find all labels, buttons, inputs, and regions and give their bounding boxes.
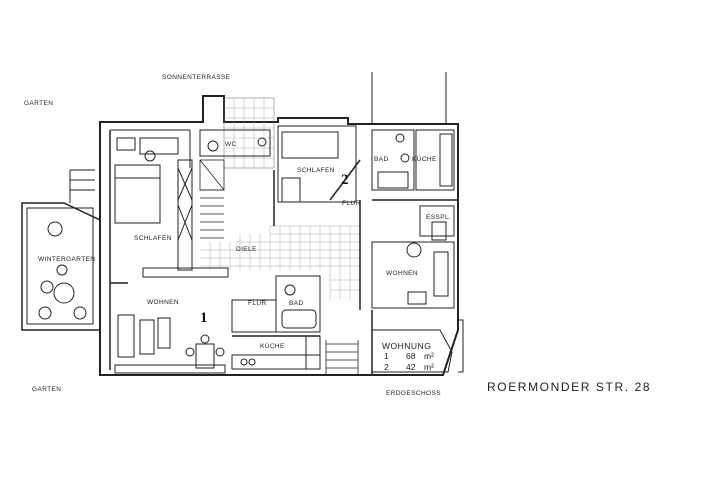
stove: [248, 358, 256, 366]
entrance-stairs: [325, 340, 359, 375]
label-wc: WC: [225, 141, 237, 148]
wardrobe: [177, 159, 193, 271]
wc-room: [199, 129, 271, 157]
stair-tiles: [223, 97, 275, 169]
bathtub: [281, 309, 317, 329]
unit-number-1: 1: [200, 310, 208, 326]
street-address: ROERMONDER STR. 28: [487, 380, 652, 394]
bed: [281, 131, 339, 159]
label-esspl: ESSPL.: [426, 214, 452, 221]
wall: [177, 204, 193, 241]
shelf: [114, 364, 226, 374]
nightstand: [116, 137, 136, 151]
armchair: [406, 242, 422, 258]
sink: [257, 137, 267, 147]
wohnen-2-room: [371, 241, 455, 309]
label-wintergarten: WINTERGARTEN: [38, 256, 96, 263]
label-flur-right: FLUR: [342, 200, 361, 207]
label-bad-center: BAD: [289, 300, 304, 307]
sofa: [139, 319, 155, 355]
wohnung-row-2: 2 42 m²: [384, 362, 434, 372]
label-flur-center: FLUR: [248, 300, 267, 307]
wintergarten-frame: [26, 207, 94, 325]
diele-grid: [200, 225, 360, 300]
label-diele: DIELE: [236, 246, 257, 253]
balcony-outline: [458, 319, 464, 373]
kueche-2-room: [415, 129, 455, 191]
label-schlafen-left: SCHLAFEN: [134, 235, 172, 242]
sofa: [117, 314, 135, 358]
wohnung-row-unit: m²: [424, 362, 434, 372]
stove: [240, 358, 248, 366]
label-kueche-right: KÜCHE: [412, 156, 437, 163]
label-schlafen-right: SCHLAFEN: [297, 167, 335, 174]
label-wohnen-right: WOHNEN: [386, 270, 419, 277]
kitchen-counter: [439, 133, 453, 187]
wohnung-title: WOHNUNG: [382, 341, 432, 351]
wall: [142, 267, 229, 278]
wohnung-row-area: 68: [406, 351, 416, 361]
sink: [284, 284, 296, 296]
wohnung-row-unit: m²: [424, 351, 434, 361]
toilet: [395, 133, 405, 143]
schlafen-2-room: [277, 125, 357, 203]
label-kueche-center: KÜCHE: [260, 343, 285, 350]
chair: [38, 306, 52, 320]
label-sonnenterrasse: SONNENTERRASSE: [162, 74, 231, 81]
flur-room: [231, 299, 277, 333]
dining-table: [195, 343, 215, 369]
wall: [329, 159, 361, 201]
wohnung-row-1: 1 68 m²: [384, 351, 434, 361]
wohnung-row-no: 1: [384, 351, 389, 361]
kitchen-counter: [305, 335, 321, 370]
label-garten-top: GARTEN: [24, 100, 54, 107]
wohnung-row-no: 2: [384, 362, 389, 372]
label-wohnen-left: WOHNEN: [147, 299, 180, 306]
sofa: [433, 251, 449, 297]
desk: [139, 137, 179, 155]
wohnung-row-area: 42: [406, 362, 416, 372]
bed: [114, 164, 161, 224]
chair: [40, 280, 54, 294]
label-bad-right: BAD: [374, 156, 389, 163]
shower: [377, 171, 409, 189]
outer-wall: [99, 95, 459, 376]
unit-number-2: 2: [341, 172, 349, 188]
wintergarten-outline: [21, 202, 101, 331]
coffee-table: [157, 317, 171, 349]
wintergarten-plant: [47, 221, 63, 237]
stairs: [199, 159, 225, 239]
sink: [400, 153, 410, 163]
kitchen-counter: [231, 354, 321, 370]
table: [53, 282, 75, 304]
label-garten-bottom: GARTEN: [32, 386, 62, 393]
wall: [177, 167, 193, 201]
coffee-table: [407, 291, 427, 305]
chair: [56, 264, 68, 276]
chair: [73, 306, 87, 320]
toilet: [207, 140, 219, 152]
chair: [215, 347, 225, 357]
desk-chair: [144, 150, 156, 162]
wardrobe: [281, 177, 301, 203]
chair: [185, 347, 195, 357]
dining-table: [431, 221, 447, 241]
label-erdgeschoss: ERDGESCHOSS: [386, 390, 441, 397]
bad-2-room: [371, 129, 415, 191]
chair: [200, 334, 210, 344]
esspl-area: [419, 205, 455, 237]
